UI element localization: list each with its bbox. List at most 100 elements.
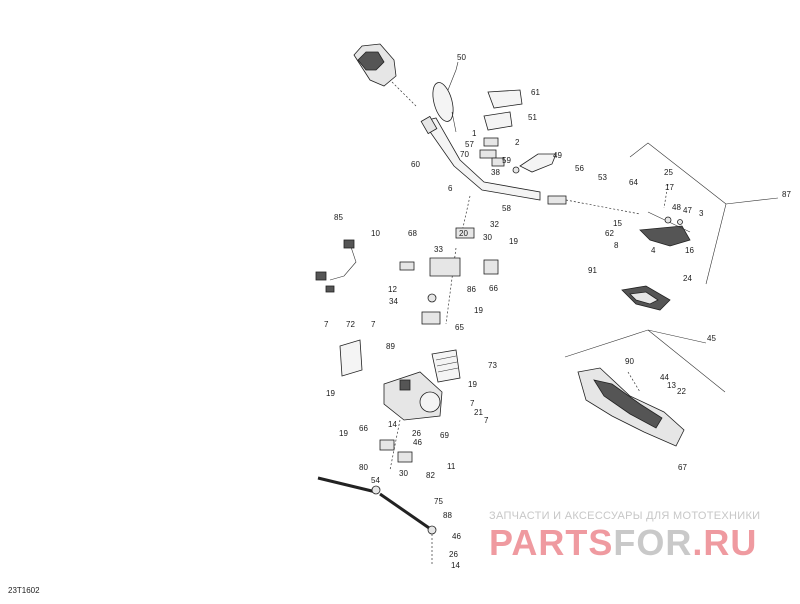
callout-75: 75 (434, 497, 443, 506)
callout-65: 65 (455, 323, 464, 332)
callout-19-upper: 19 (509, 237, 518, 246)
callout-7-b: 7 (371, 320, 376, 329)
callout-6: 6 (448, 184, 453, 193)
callout-57: 57 (465, 140, 474, 149)
callout-14-upper: 14 (388, 420, 397, 429)
callout-26-lower: 26 (449, 550, 458, 559)
diagram-code: 23T1602 (8, 586, 40, 595)
callout-33: 33 (434, 245, 443, 254)
callout-62: 62 (605, 229, 614, 238)
callout-66-lower: 66 (359, 424, 368, 433)
watermark-brand-for: FOR (613, 522, 693, 563)
handlebar-pad (483, 89, 523, 131)
callout-2: 2 (515, 138, 520, 147)
callout-38: 38 (491, 168, 500, 177)
callout-72: 72 (346, 320, 355, 329)
callout-70: 70 (460, 150, 469, 159)
callout-19-right: 19 (468, 380, 477, 389)
handlebar-clamps (479, 137, 520, 174)
callout-15: 15 (613, 219, 622, 228)
lever-assembly-right (639, 183, 691, 247)
callout-12: 12 (388, 285, 397, 294)
callout-56: 56 (575, 164, 584, 173)
power-steering-unit (383, 371, 443, 421)
callout-14-lower: 14 (451, 561, 460, 570)
callout-labels: 50 61 51 1 2 57 70 59 49 38 60 56 53 64 … (324, 53, 791, 570)
group-bracket-87 (629, 142, 779, 285)
callout-19-lower: 19 (339, 429, 348, 438)
group-bracket-45 (564, 329, 726, 393)
callout-34: 34 (389, 297, 398, 306)
callout-61: 61 (531, 88, 540, 97)
callout-49: 49 (553, 151, 562, 160)
callout-80: 80 (359, 463, 368, 472)
callout-91: 91 (588, 266, 597, 275)
callout-30-upper: 30 (483, 233, 492, 242)
lower-column-tie-rods (317, 419, 437, 566)
callout-4: 4 (651, 246, 656, 255)
callout-19-left: 19 (326, 389, 335, 398)
callout-26-upper: 26 (412, 429, 421, 438)
callout-86: 86 (467, 285, 476, 294)
cover-73 (431, 349, 461, 383)
callout-53: 53 (598, 173, 607, 182)
callout-7-a: 7 (324, 320, 329, 329)
callout-60: 60 (411, 160, 420, 169)
callout-20: 20 (459, 229, 468, 238)
callout-1: 1 (472, 129, 477, 138)
callout-32: 32 (490, 220, 499, 229)
watermark-tagline: ЗАПЧАСТИ И АКСЕССУАРЫ ДЛЯ МОТОТЕХНИКИ (489, 510, 761, 522)
callout-46-upper: 46 (413, 438, 422, 447)
callout-44: 44 (660, 373, 669, 382)
callout-7-d: 7 (484, 416, 489, 425)
callout-21: 21 (474, 408, 483, 417)
callout-30-lower: 30 (399, 469, 408, 478)
callout-47: 47 (683, 206, 692, 215)
mirror-left (432, 61, 459, 133)
wiring-harness-85 (315, 239, 357, 293)
callout-50: 50 (457, 53, 466, 62)
callout-3: 3 (699, 209, 704, 218)
bracket-72 (339, 339, 363, 377)
callout-85: 85 (334, 213, 343, 222)
callout-24: 24 (683, 274, 692, 283)
callout-48: 48 (672, 203, 681, 212)
callout-51: 51 (528, 113, 537, 122)
callout-7-c: 7 (470, 399, 475, 408)
callout-68: 68 (408, 229, 417, 238)
callout-73: 73 (488, 361, 497, 370)
callout-54: 54 (371, 476, 380, 485)
callout-69: 69 (440, 431, 449, 440)
callout-13: 13 (667, 381, 676, 390)
callout-8: 8 (614, 241, 619, 250)
callout-87: 87 (782, 190, 791, 199)
handguard-67 (577, 367, 685, 447)
callout-88: 88 (443, 511, 452, 520)
watermark-brand: PARTSFOR.RU (489, 522, 757, 564)
callout-22: 22 (677, 387, 686, 396)
handlebar (420, 115, 641, 215)
callout-17: 17 (665, 183, 674, 192)
callout-82: 82 (426, 471, 435, 480)
mirror-right (519, 153, 557, 173)
callout-67: 67 (678, 463, 687, 472)
callout-16: 16 (685, 246, 694, 255)
callout-89: 89 (386, 342, 395, 351)
callout-25: 25 (664, 168, 673, 177)
hand-protector-91 (621, 285, 671, 311)
callout-10: 10 (371, 229, 380, 238)
callout-11: 11 (447, 462, 456, 471)
handguard-left (353, 43, 417, 107)
callout-58: 58 (502, 204, 511, 213)
watermark-brand-parts: PARTS (489, 522, 614, 563)
watermark-brand-ru: .RU (692, 522, 758, 563)
steering-column (399, 195, 499, 325)
callout-64: 64 (629, 178, 638, 187)
callout-46-lower: 46 (452, 532, 461, 541)
callout-90: 90 (625, 357, 634, 366)
callout-45: 45 (707, 334, 716, 343)
callout-66-upper: 66 (489, 284, 498, 293)
callout-59: 59 (502, 156, 511, 165)
callout-19-mid: 19 (474, 306, 483, 315)
